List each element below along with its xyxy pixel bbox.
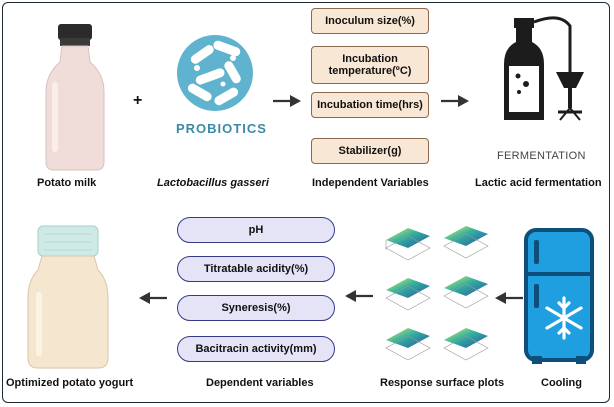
fermentation-text: FERMENTATION: [497, 150, 586, 162]
independent-variable-inoculum-size: Inoculum size(%): [311, 8, 429, 34]
dependent-variable-bacitracin-activity: Bacitracin activity(mm): [177, 336, 335, 362]
arrow-left-icon: [495, 292, 523, 304]
probiotics-logo-text: PROBIOTICS: [176, 121, 267, 136]
surface-plot-icon: [443, 328, 489, 361]
independent-variable-incubation-time: Incubation time(hrs): [311, 92, 429, 118]
independent-variable-stabilizer: Stabilizer(g): [311, 138, 429, 164]
potato-milk-label: Potato milk: [37, 177, 97, 189]
dependent-variable-titratable-acidity: Titratable acidity(%): [177, 256, 335, 282]
dependent-variables-label: Dependent variables: [206, 377, 314, 389]
yogurt-label: Optimized potato yogurt: [6, 377, 134, 389]
fermentation-flask-icon: [504, 16, 584, 121]
arrow-right-icon: [441, 95, 469, 107]
response-surface-plots-grid: [385, 226, 489, 361]
arrow-left-icon: [139, 292, 167, 304]
diagram-frame: [2, 2, 610, 403]
lactobacillus-label: Lactobacillus gasseri: [157, 177, 269, 189]
surface-plot-icon: [443, 276, 489, 309]
dependent-variable-syneresis: Syneresis(%): [177, 295, 335, 321]
independent-variable-incubation-temperature: Incubation temperature(ºC): [311, 46, 429, 84]
fridge-snowflake-icon: [524, 228, 594, 364]
surface-plot-icon: [385, 228, 431, 261]
dependent-variable-ph: pH: [177, 217, 335, 243]
independent-variables-label: Independent Variables: [312, 177, 429, 189]
plus-sign: +: [133, 92, 143, 109]
arrow-left-icon: [345, 290, 373, 302]
surface-plot-icon: [385, 328, 431, 361]
surface-plots-label: Response surface plots: [380, 377, 505, 389]
yogurt-jar-icon: [27, 225, 109, 369]
surface-plot-icon: [385, 278, 431, 311]
fermentation-label: Lactic acid fermentation: [475, 177, 602, 189]
arrow-right-icon: [273, 95, 301, 107]
probiotics-logo: [177, 35, 253, 111]
cooling-label: Cooling: [541, 377, 582, 389]
surface-plot-icon: [443, 226, 489, 259]
potato-milk-bottle-icon: [45, 24, 105, 171]
